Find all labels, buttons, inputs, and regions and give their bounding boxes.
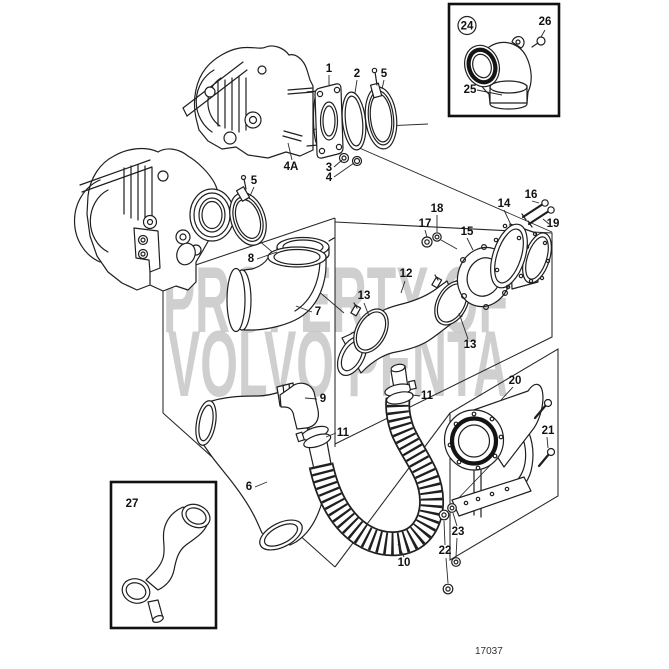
- part-5-clamp-a: [364, 67, 398, 150]
- callout-4: 4: [326, 172, 333, 184]
- callout-11-a: 11: [337, 427, 350, 439]
- figure-number: 17037: [475, 646, 503, 657]
- inset-box-27: [109, 480, 218, 630]
- part-5-clamp-b: [229, 174, 267, 246]
- callout-1: 1: [326, 63, 333, 75]
- part-13-clamp-a: [350, 302, 389, 354]
- inset-box-24: [447, 2, 561, 118]
- callout-11-b: 11: [421, 390, 434, 402]
- callout-23: 23: [452, 526, 465, 538]
- callout-25: 25: [464, 84, 477, 96]
- leader-lines: [249, 29, 550, 584]
- part-2-ring: [341, 91, 367, 151]
- callout-18: 18: [431, 203, 444, 215]
- callout-22: 22: [439, 545, 452, 557]
- callout-26: 26: [539, 16, 552, 28]
- callout-2: 2: [354, 68, 360, 80]
- callout-6: 6: [246, 481, 252, 493]
- part-20-muffler: [443, 383, 544, 518]
- callout-7: 7: [315, 306, 321, 318]
- part-1-flange: [314, 83, 344, 159]
- part-9-elbow: [279, 382, 320, 430]
- circled-label: [457, 15, 477, 36]
- base-plate: [451, 476, 532, 517]
- callout-10: 10: [398, 557, 411, 569]
- callout-9: 9: [320, 393, 326, 405]
- callout-5-b: 5: [251, 175, 258, 187]
- part-25-elbow: [463, 36, 532, 110]
- part-3-nut: [338, 152, 350, 164]
- engine-rear-view: [182, 45, 324, 159]
- part-23-washers: [447, 503, 461, 567]
- part-19-bolt: [527, 206, 555, 228]
- turbo-outlet-ring: [189, 188, 235, 242]
- callout-14: 14: [498, 198, 511, 210]
- callout-4a: 4A: [284, 161, 299, 173]
- callout-13-a: 13: [358, 290, 371, 302]
- part-4-washer: [351, 155, 363, 167]
- callout-17: 17: [419, 218, 432, 230]
- mounting-bracket: [133, 227, 161, 285]
- callout-12: 12: [400, 268, 413, 280]
- callout-21: 21: [542, 425, 555, 437]
- callout-3: 3: [326, 162, 332, 174]
- part-17-nut: [421, 236, 433, 248]
- callout-5-a: 5: [381, 68, 388, 80]
- callout-20: 20: [509, 375, 522, 387]
- part-14-muffler: [490, 223, 552, 290]
- callout-15: 15: [461, 226, 474, 238]
- part-22-nuts: [438, 509, 454, 595]
- part-11-clamp-a: [295, 425, 332, 470]
- callout-labels: 1 2 5 3 4 4A 5 8 7 9 11 6 10 11 12 13 13…: [126, 16, 560, 569]
- engine-side-view: [73, 147, 235, 292]
- callout-16: 16: [525, 189, 538, 201]
- part-21-bolts: [533, 398, 556, 468]
- callout-27: 27: [126, 498, 139, 510]
- callout-8: 8: [248, 253, 255, 265]
- callout-19: 19: [547, 218, 560, 230]
- callout-13-b: 13: [464, 339, 477, 351]
- stud-4a: [282, 130, 303, 142]
- part-18-nut: [432, 232, 458, 250]
- part-16-bolt: [521, 199, 549, 221]
- part-11-clamp-b: [384, 379, 417, 405]
- part-7-elbow: [226, 246, 327, 333]
- part-27-hose: [121, 503, 211, 623]
- callout-24: 24: [461, 21, 474, 33]
